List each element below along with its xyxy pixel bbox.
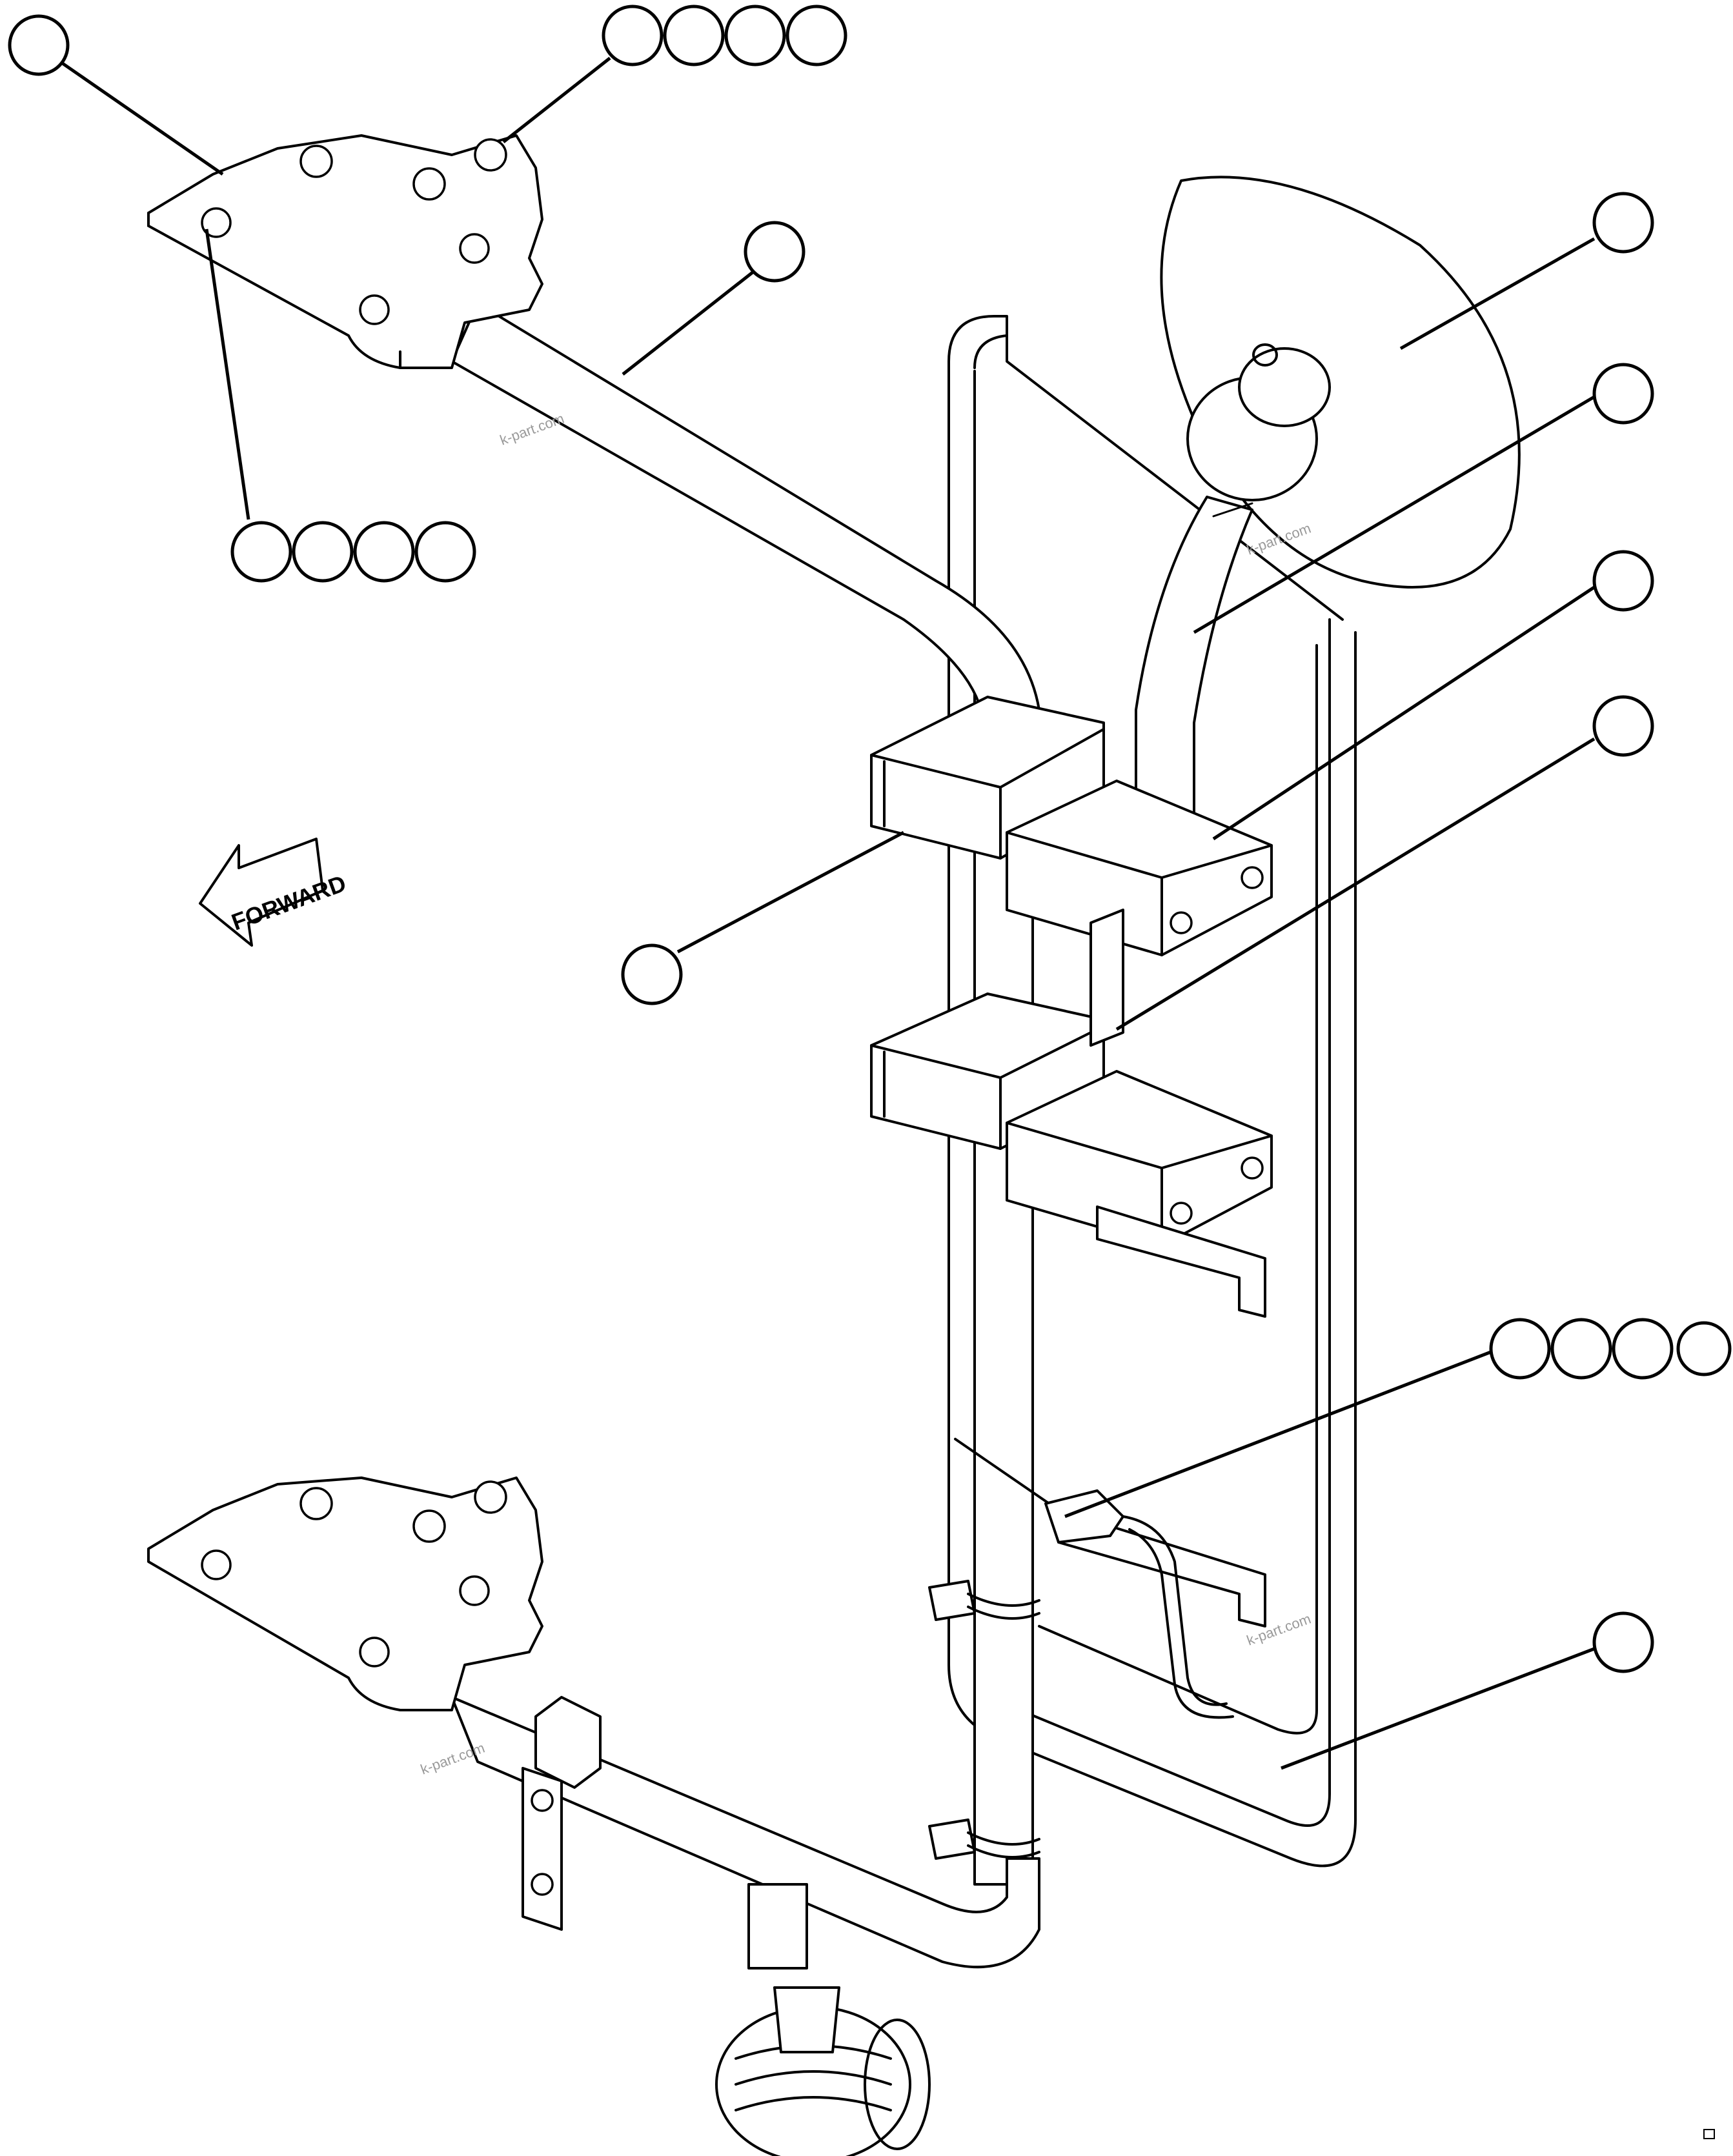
upper-tube	[451, 302, 1040, 776]
callout-circle	[724, 5, 786, 66]
callout-circle	[1489, 1318, 1551, 1380]
lower-bracket	[954, 1438, 1266, 1719]
lower-mounting-plate	[147, 1476, 543, 1711]
callout-circle	[1676, 1321, 1732, 1376]
upper-clamp	[870, 696, 1273, 956]
callout-circle	[353, 521, 415, 583]
hose-clamps	[928, 1580, 1040, 1860]
callout-circle	[744, 221, 806, 283]
lower-tube	[451, 1696, 1040, 1969]
callout-circle	[1550, 1318, 1612, 1380]
vertical-tube	[973, 773, 1034, 1886]
callout-circle	[8, 14, 70, 76]
watermark: k-part.com	[498, 410, 566, 448]
callout-circle	[414, 521, 476, 583]
forward-arrow: FORWARD	[199, 838, 349, 947]
leader-lines	[54, 56, 1596, 1770]
callout-circle	[1612, 1318, 1674, 1380]
callout-circle	[1592, 550, 1654, 612]
callout-circle	[1592, 192, 1654, 254]
callout-circle	[663, 5, 725, 66]
clamp-bracket	[1089, 909, 1124, 1047]
callout-circle	[621, 943, 683, 1005]
work-light	[715, 1883, 931, 2156]
callout-circle	[1592, 363, 1654, 425]
round-mirror	[1135, 176, 1521, 866]
callout-circle	[292, 521, 354, 583]
lower-clamp	[870, 992, 1273, 1318]
callout-circle	[1592, 1611, 1654, 1673]
callout-circle	[1592, 695, 1654, 757]
callout-circle	[230, 521, 292, 583]
upper-mounting-plate	[147, 134, 543, 369]
hanging-strap	[522, 1767, 563, 1931]
callout-circle	[602, 5, 664, 66]
callout-circle	[785, 5, 847, 66]
callouts	[8, 5, 1732, 1673]
corner-mark	[1703, 2129, 1715, 2139]
